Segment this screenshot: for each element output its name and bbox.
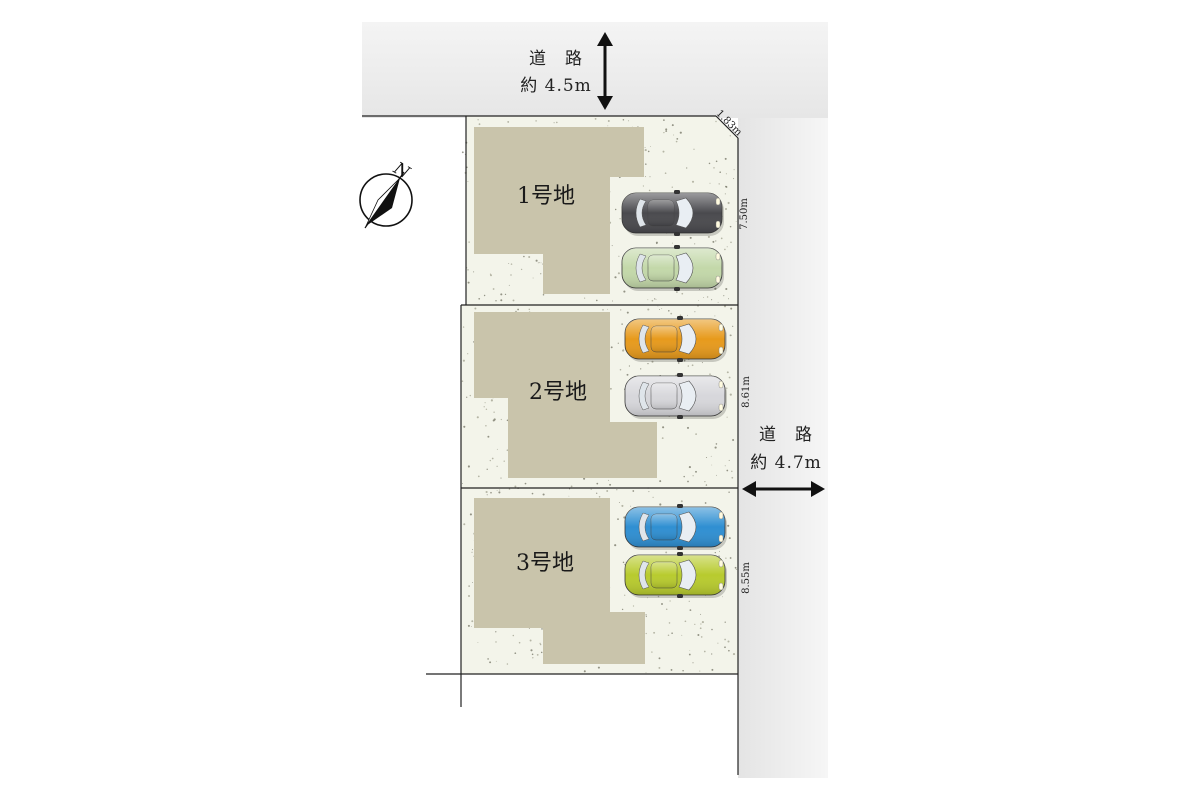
boundary-lines	[362, 115, 739, 775]
car-icon	[624, 504, 727, 550]
east-road-label: 道 路	[759, 425, 813, 445]
north-road-width-arrow-icon	[597, 32, 613, 110]
north-arrow-icon	[359, 171, 413, 229]
lot-2-building	[474, 312, 657, 478]
lot-1-frontage-dimension: 7.50m	[739, 198, 750, 230]
lot-3-frontage-dimension: 8.55m	[741, 562, 752, 594]
car-icon	[624, 316, 727, 362]
car-icon	[621, 245, 724, 291]
north-road-label: 道 路	[529, 49, 583, 69]
north-road	[362, 22, 828, 118]
car-icon	[624, 552, 727, 598]
east-road	[738, 118, 828, 778]
lot-3-label: 3号地	[516, 551, 574, 576]
lot-3-building	[474, 498, 645, 664]
parked-cars	[621, 190, 727, 598]
car-icon	[621, 190, 724, 236]
lot-2-frontage-dimension: 8.61m	[741, 376, 752, 408]
north-road-width: 約 4.5m	[520, 76, 592, 96]
lot-1-label: 1号地	[517, 184, 575, 209]
lot-1-building	[474, 127, 644, 294]
lot-2-label: 2号地	[529, 380, 587, 405]
east-road-width: 約 4.7m	[750, 453, 822, 473]
east-road-width-arrow-icon	[742, 481, 825, 497]
car-icon	[624, 373, 727, 419]
